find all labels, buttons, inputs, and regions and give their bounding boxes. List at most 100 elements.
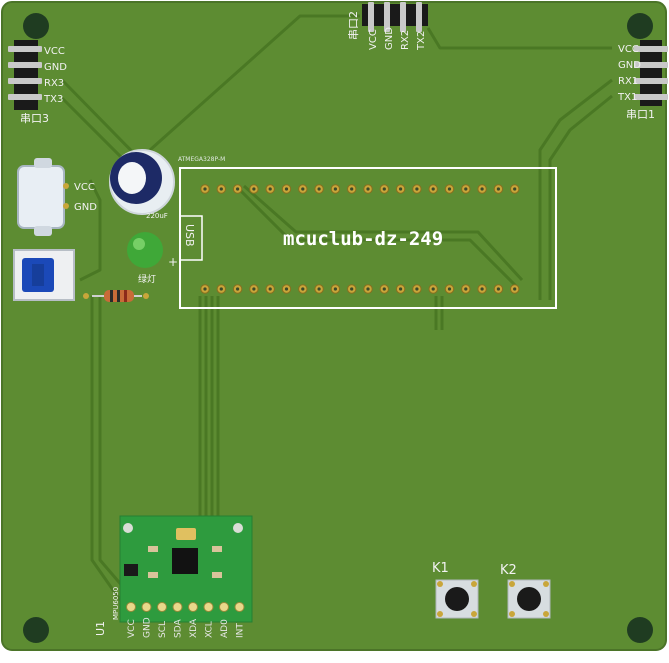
mcu-top-pin-hole: [382, 187, 386, 191]
power-pin-vcc-pad: [63, 183, 69, 189]
uart2-pin-gnd-label: GND: [384, 27, 395, 50]
button-k2[interactable]: K2: [500, 563, 551, 619]
mcu-top-pin-row: [200, 184, 520, 194]
pcb-substrate: [1, 1, 667, 651]
uart2-pin-vcc-label: VCC: [368, 29, 379, 50]
capacitor-label: 220uF: [146, 212, 168, 220]
mpu-smd-1: [148, 546, 158, 552]
button-k1-pad-3: [437, 611, 443, 617]
mcu-bottom-pin-hole: [219, 287, 223, 291]
mpu-mount-hole-2: [123, 523, 133, 533]
resistor-band-2: [117, 290, 120, 302]
mounting-hole-top-right: [627, 13, 653, 39]
uart2-pin-tx-label: TX2: [416, 31, 427, 51]
mcu-module: USB ATMEGA328P-M mcuclub-dz-249: [178, 156, 557, 309]
button-k2-pad-2: [543, 581, 549, 587]
button-k2-label: K2: [500, 563, 517, 578]
mcu-top-pin-hole: [301, 187, 305, 191]
uart1-connector: VCC GND RX1 TX1 串口1: [617, 40, 668, 121]
button-k1-pad-2: [471, 581, 477, 587]
mpu-chip: [172, 548, 198, 574]
mcu-top-pin-hole: [399, 187, 403, 191]
power-connector: VCC GND: [17, 158, 97, 236]
uart2-header-body: [362, 4, 428, 26]
button-k1[interactable]: K1: [432, 561, 479, 619]
button-k2-cap[interactable]: [517, 587, 541, 611]
mcu-bottom-pin-hole: [447, 287, 452, 291]
power-switch[interactable]: [13, 249, 75, 301]
resistor-band-1: [110, 290, 113, 302]
mcu-bottom-pin-hole: [301, 287, 305, 291]
mcu-usb-outline: [179, 215, 203, 261]
uart1-pin-vcc-label: VCC: [618, 44, 639, 55]
mpu-smd-4: [212, 572, 222, 578]
mpu-smd-5: [124, 564, 138, 576]
mcu-top-pin-hole: [236, 187, 240, 191]
mounting-hole-bottom-right: [627, 617, 653, 643]
uart3-pins: [8, 46, 42, 100]
mcu-bottom-pin-hole: [399, 287, 403, 291]
mpu-mount-hole-1: [233, 523, 243, 533]
mpu-regulator: [176, 528, 196, 540]
uart2-connector: VCC GND RX2 TX2 串口2: [347, 2, 428, 51]
mpu-pin-label: AD0: [220, 619, 230, 638]
resistor-band-3: [124, 290, 127, 302]
uart3-pin-2: [8, 62, 42, 68]
mpu-ref-label: U1: [94, 621, 107, 636]
mcu-top-pin-hole: [219, 187, 223, 191]
mcu-bottom-pin-hole: [333, 287, 337, 291]
mcu-top-pin-hole: [480, 187, 484, 191]
button-k2-pad-4: [543, 611, 549, 617]
mcu-top-pin-hole: [496, 187, 500, 191]
uart3-pin-4: [8, 94, 42, 100]
power-switch-knob: [32, 264, 44, 286]
mcu-bottom-pin-hole: [366, 287, 370, 291]
resistor-pad-left: [83, 293, 89, 299]
mcu-bottom-pin-row: [200, 284, 520, 294]
power-connector-housing: [17, 165, 65, 229]
mcu-top-pin-hole: [415, 187, 419, 191]
uart3-name-label: 串口3: [20, 112, 49, 125]
uart2-pin-2: [384, 2, 390, 32]
mpu-pin-pad: [234, 602, 245, 612]
mpu-pin-pad: [219, 602, 229, 612]
led-polarity-mark: +: [168, 255, 178, 269]
led-label: 绿灯: [138, 273, 156, 285]
mcu-top-pin-hole: [464, 187, 468, 191]
uart3-connector: VCC GND RX3 TX3 串口3: [8, 40, 67, 125]
button-k2-pad-1: [509, 581, 515, 587]
mpu-pin-pad: [141, 602, 152, 612]
button-k1-cap[interactable]: [445, 587, 469, 611]
mcu-bottom-pin-hole: [252, 287, 256, 291]
mcu-top-pin-hole: [366, 187, 370, 191]
uart1-name-label: 串口1: [626, 108, 655, 121]
mcu-bottom-pin-hole: [382, 287, 386, 291]
capacitor-top: [118, 162, 146, 194]
mpu-pin-label: XDA: [189, 618, 199, 638]
uart1-pin-2: [634, 62, 668, 68]
mcu-bottom-pin-hole: [415, 287, 419, 291]
mpu-smd-2: [148, 572, 158, 578]
mpu-smd-3: [212, 546, 222, 552]
led-highlight: [133, 238, 145, 250]
uart2-pin-3: [400, 2, 406, 32]
button-k1-pad-4: [471, 611, 477, 617]
mcu-bottom-pin-hole: [203, 287, 207, 291]
uart1-pin-tx-label: TX1: [617, 92, 637, 103]
mpu-pin-label: VCC: [127, 619, 137, 638]
mpu-pin-pad: [157, 602, 167, 612]
mcu-top-pin-hole: [268, 187, 272, 191]
mcu-top-pin-hole: [431, 187, 435, 191]
uart3-pin-tx-label: TX3: [43, 94, 63, 105]
mcu-header-text: ATMEGA328P-M: [178, 156, 225, 163]
uart3-pin-vcc-label: VCC: [44, 46, 65, 57]
mounting-hole-bottom-left: [23, 617, 49, 643]
uart2-pin-4: [416, 2, 422, 32]
mpu-name-label: MPU6050: [112, 587, 120, 620]
mcu-usb-label: USB: [183, 224, 196, 247]
mcu-top-pin-hole: [447, 187, 452, 191]
resistor: [83, 290, 149, 302]
mcu-bottom-pin-hole: [513, 287, 517, 291]
